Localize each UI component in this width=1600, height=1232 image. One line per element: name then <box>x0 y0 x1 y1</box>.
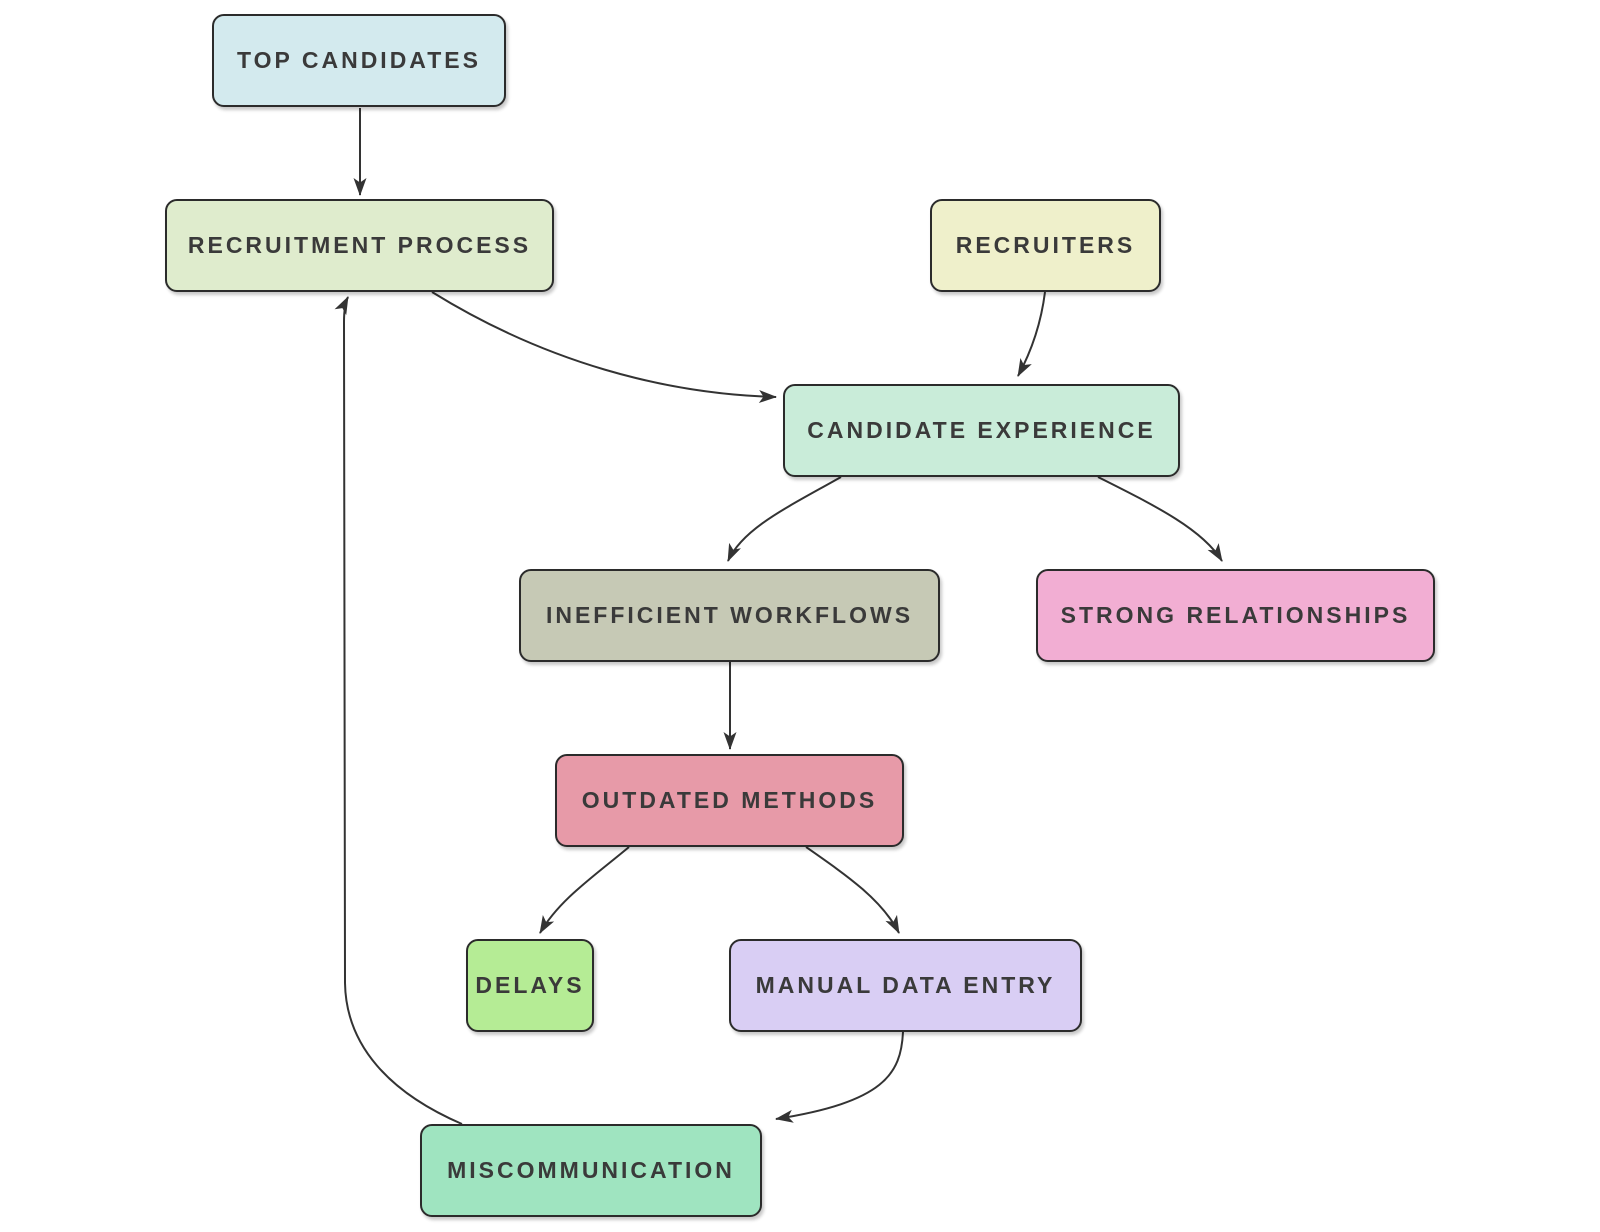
node-manual-data-entry-label: MANUAL DATA ENTRY <box>755 972 1056 998</box>
node-candidate-experience-label: CANDIDATE EXPERIENCE <box>807 417 1156 443</box>
node-inefficient-workflows-label: INEFFICIENT WORKFLOWS <box>545 602 914 628</box>
node-outdated-methods-label: OUTDATED METHODS <box>581 787 878 813</box>
edge-outdated-methods-to-manual-data-entry <box>805 846 900 934</box>
node-inefficient-workflows: INEFFICIENT WORKFLOWS <box>519 569 940 662</box>
node-top-candidates-label: TOP CANDIDATES <box>237 47 481 73</box>
edge-recruitment-process-to-candidate-experience <box>431 291 777 404</box>
node-recruiters-label: RECRUITERS <box>955 232 1136 258</box>
edge-miscommunication-to-recruitment-process <box>334 296 463 1125</box>
node-recruiters: RECRUITERS <box>930 199 1161 292</box>
node-miscommunication: MISCOMMUNICATION <box>420 1124 762 1217</box>
node-strong-relationships-label: STRONG RELATIONSHIPS <box>1060 602 1411 628</box>
node-delays: DELAYS <box>466 939 594 1032</box>
edge-manual-data-entry-to-miscommunication <box>775 1031 904 1123</box>
edge-recruiters-to-candidate-experience <box>1017 291 1046 377</box>
node-top-candidates: TOP CANDIDATES <box>212 14 506 107</box>
node-strong-relationships: STRONG RELATIONSHIPS <box>1036 569 1435 662</box>
node-delays-label: DELAYS <box>475 972 585 998</box>
node-outdated-methods: OUTDATED METHODS <box>555 754 904 847</box>
node-candidate-experience: CANDIDATE EXPERIENCE <box>783 384 1180 477</box>
node-miscommunication-label: MISCOMMUNICATION <box>447 1157 735 1183</box>
node-recruitment-process: RECRUITMENT PROCESS <box>165 199 554 292</box>
edge-outdated-methods-to-delays <box>539 846 630 934</box>
edge-candidate-experience-to-strong-relationships <box>1097 476 1223 562</box>
node-manual-data-entry: MANUAL DATA ENTRY <box>729 939 1082 1032</box>
node-recruitment-process-label: RECRUITMENT PROCESS <box>187 232 532 258</box>
edge-candidate-experience-to-inefficient-workflows <box>727 476 842 562</box>
